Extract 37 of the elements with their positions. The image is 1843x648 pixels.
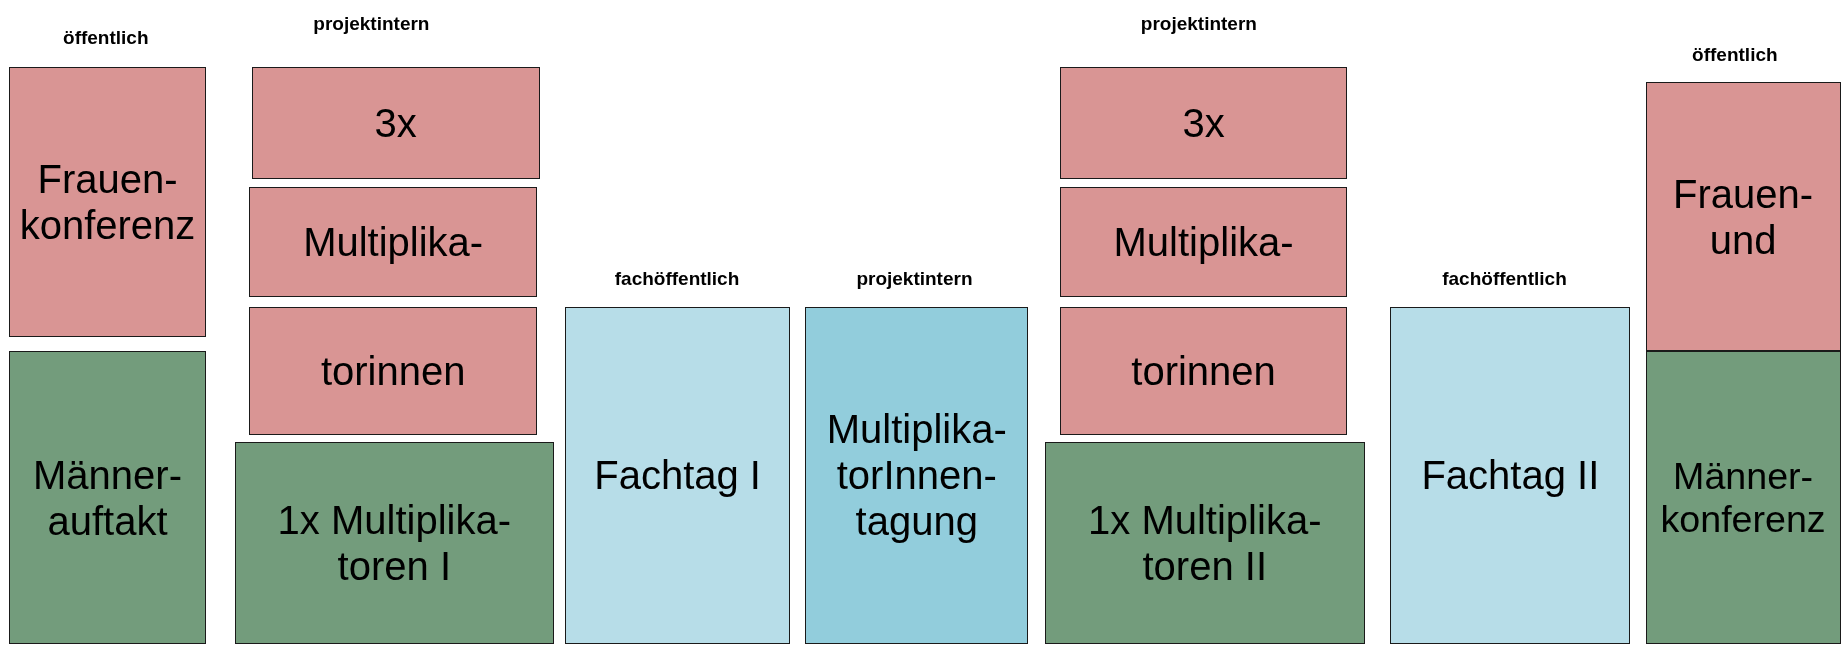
event-box bbox=[1060, 306, 1347, 435]
event-box bbox=[1390, 306, 1631, 645]
event-title: Multiplika- bbox=[302, 219, 485, 266]
event-box bbox=[249, 186, 538, 298]
category-heading: öffentlich bbox=[63, 26, 149, 49]
event-box bbox=[251, 67, 540, 179]
event-box bbox=[1060, 67, 1347, 179]
event-title: 3x bbox=[373, 99, 418, 146]
category-heading: projektintern bbox=[1140, 12, 1257, 35]
event-box bbox=[9, 351, 206, 645]
category-heading: projektintern bbox=[313, 12, 430, 35]
event-title: 1x Multiplika- toren I bbox=[276, 497, 512, 589]
event-box bbox=[1060, 186, 1347, 298]
event-title: Männer- auftakt bbox=[32, 451, 183, 544]
event-box bbox=[9, 67, 206, 338]
event-title: Fachtag II bbox=[1420, 452, 1601, 499]
event-box bbox=[235, 441, 554, 645]
event-title: Männer- konferenz bbox=[1659, 454, 1827, 541]
event-title: torinnen bbox=[1130, 347, 1277, 394]
event-title: Fachtag I bbox=[593, 452, 762, 499]
category-heading: projektintern bbox=[856, 267, 973, 290]
event-title: Frauen- und bbox=[1672, 170, 1815, 263]
event-title: Multiplika- torInnen- tagung bbox=[825, 406, 1008, 545]
event-box bbox=[1645, 82, 1841, 352]
event-title: torinnen bbox=[319, 347, 467, 394]
event-title: Multiplika- bbox=[1112, 219, 1295, 266]
event-title: Frauen- konferenz bbox=[18, 156, 197, 249]
event-box bbox=[249, 306, 538, 435]
category-heading: fachöffentlich bbox=[1442, 267, 1567, 290]
event-box bbox=[1645, 351, 1841, 645]
event-box bbox=[565, 306, 790, 645]
event-box bbox=[805, 306, 1029, 645]
category-heading: fachöffentlich bbox=[614, 267, 740, 290]
event-title: 1x Multiplika- toren II bbox=[1087, 497, 1323, 589]
event-box bbox=[1044, 441, 1365, 645]
category-heading: öffentlich bbox=[1692, 44, 1778, 67]
event-title: 3x bbox=[1181, 99, 1226, 146]
